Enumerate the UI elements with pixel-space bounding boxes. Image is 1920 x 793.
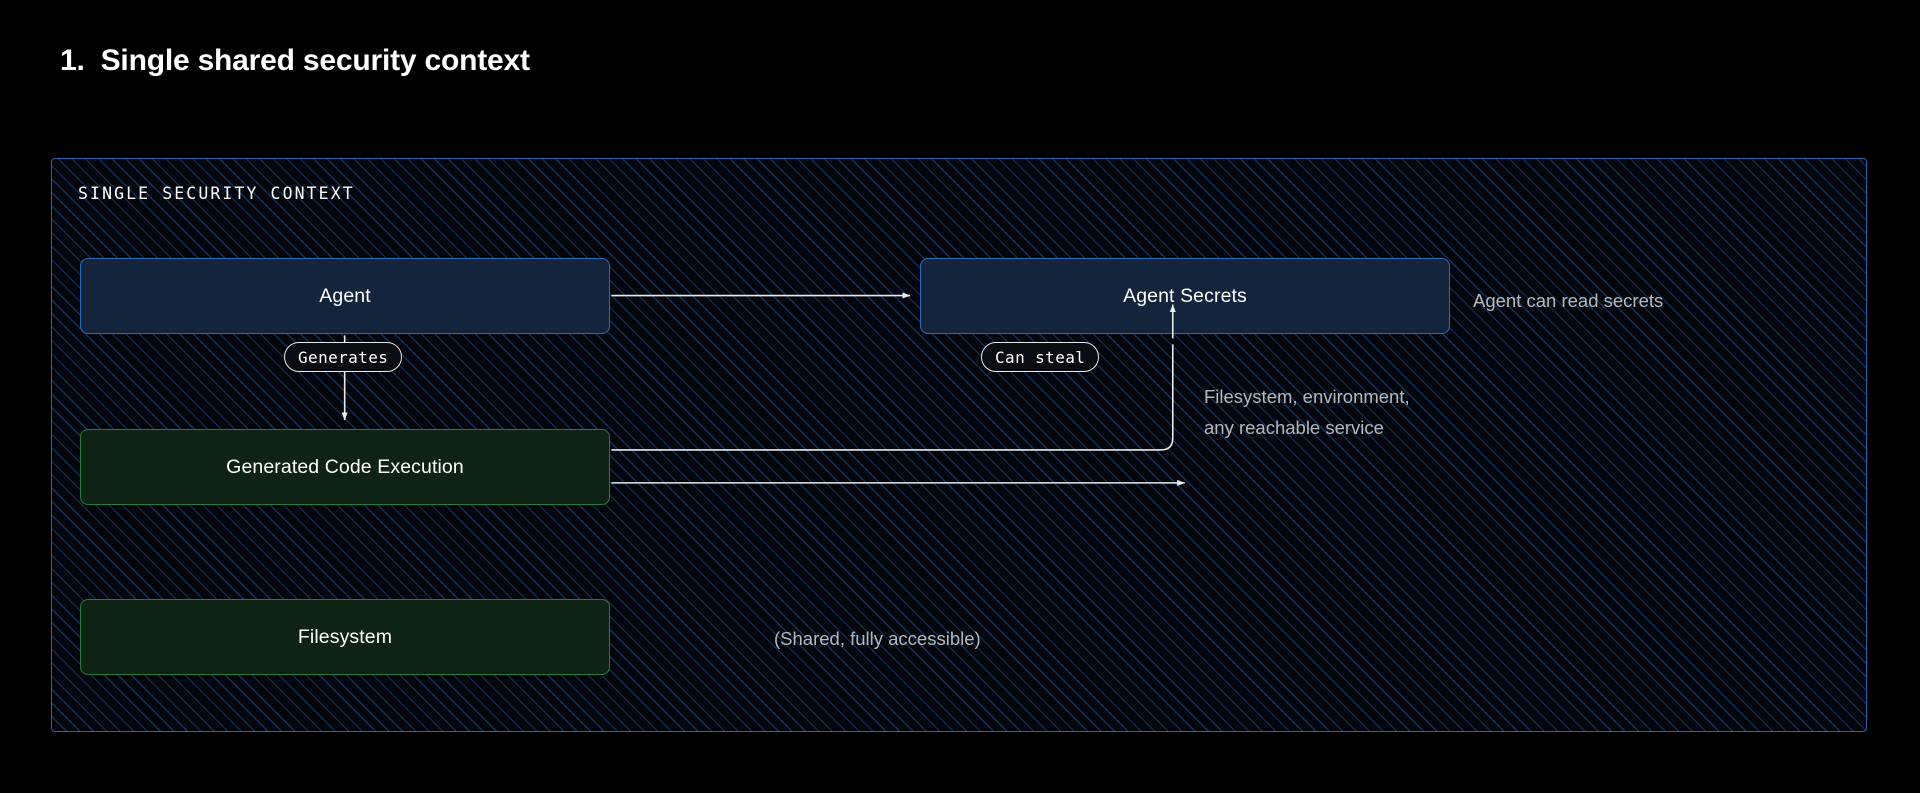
edge-label-can-steal: Can steal	[981, 342, 1100, 372]
edge-layer	[341, 292, 1186, 486]
edge-codeexec-to-cansteal-lower	[611, 344, 1174, 451]
annotation-agent-can-read-secrets: Agent can read secrets	[1473, 290, 1664, 311]
page-title: 1. Single shared security context	[60, 44, 530, 78]
page-title-text: Single shared security context	[100, 44, 530, 77]
node-agent-label: Agent	[319, 284, 371, 307]
node-agent-secrets[interactable]: Agent Secrets	[920, 258, 1450, 334]
page-title-number: 1.	[60, 44, 85, 77]
node-generated-code-execution-label: Generated Code Execution	[226, 455, 464, 478]
edge-label-generates-text: Generates	[298, 347, 389, 367]
annotation-reachable-resources: Filesystem, environment, any reachable s…	[1204, 386, 1410, 438]
node-filesystem[interactable]: Filesystem	[80, 599, 610, 675]
node-generated-code-execution[interactable]: Generated Code Execution	[80, 429, 610, 505]
security-context-panel-label: SINGLE SECURITY CONTEXT	[78, 184, 355, 203]
security-context-panel: SINGLE SECURITY CONTEXT Agent Agent Secr	[51, 158, 1867, 732]
annotation-filesystem-shared: (Shared, fully accessible)	[774, 628, 981, 649]
node-agent[interactable]: Agent	[80, 258, 610, 334]
node-filesystem-label: Filesystem	[297, 625, 393, 648]
edge-label-can-steal-text: Can steal	[995, 347, 1086, 367]
node-agent-secrets-label: Agent Secrets	[1123, 284, 1247, 307]
edge-label-generates: Generates	[284, 342, 403, 372]
